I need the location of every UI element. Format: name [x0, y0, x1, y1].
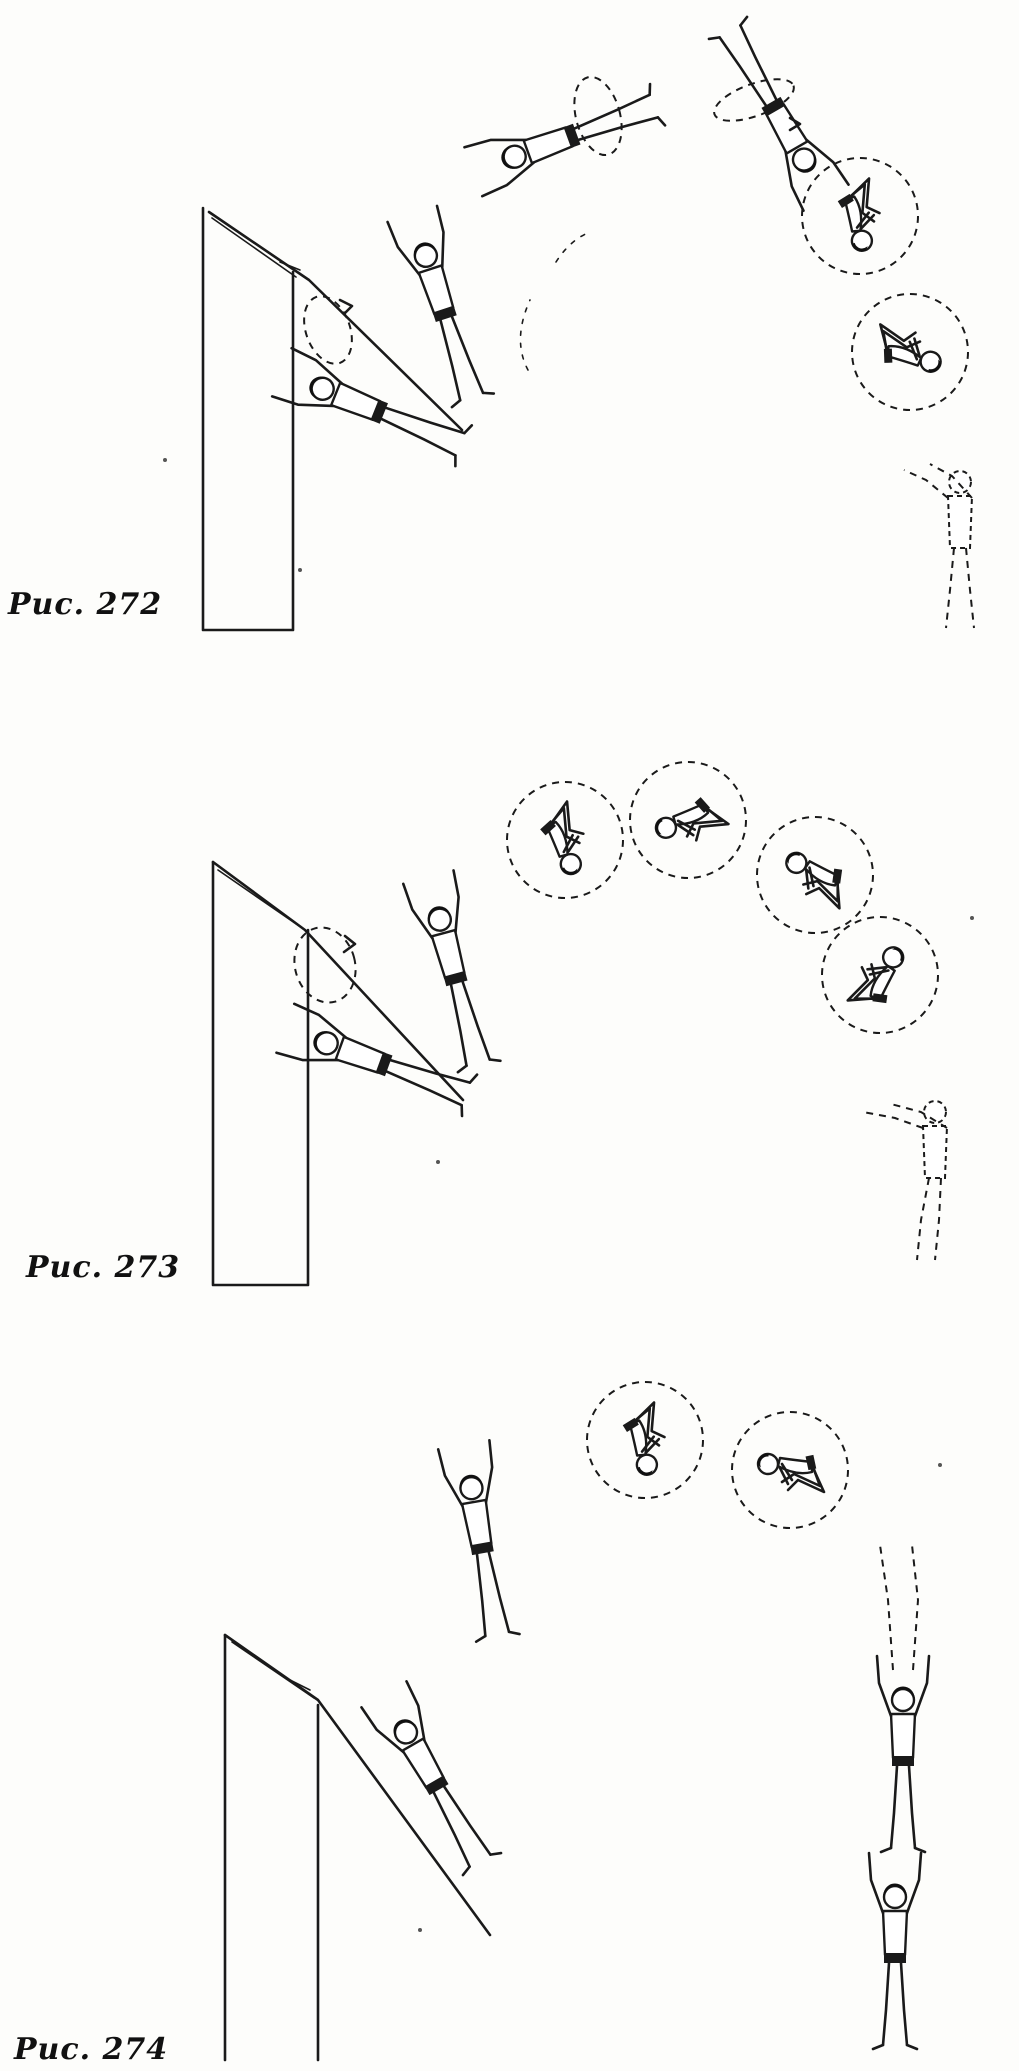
- figure-272-illustration: [163, 13, 975, 632]
- figure-274-caption: Рис. 274: [14, 2032, 169, 2067]
- figure-273-illustration: [211, 761, 974, 1287]
- figure-274-illustration: [223, 1381, 942, 2062]
- figure-273-caption: Рис. 273: [26, 1250, 181, 1285]
- figure-272-caption: Рис. 272: [8, 587, 163, 622]
